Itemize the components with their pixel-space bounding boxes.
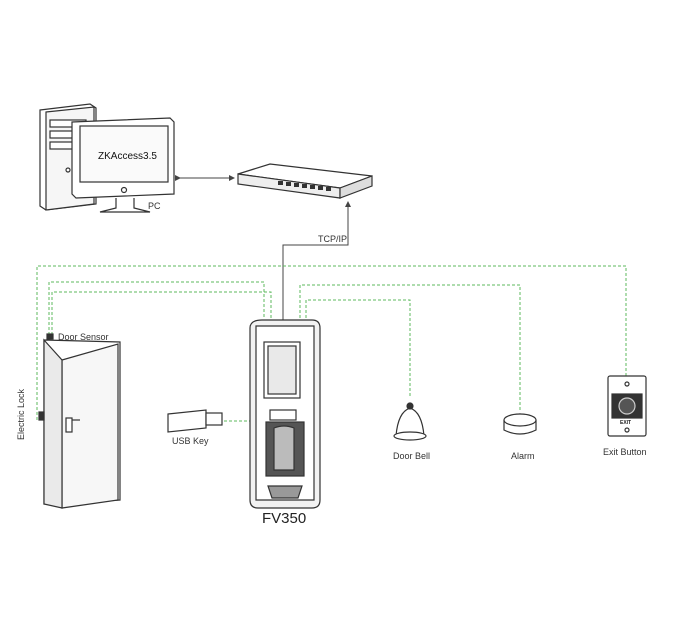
exit-button-icon: [607, 375, 647, 437]
door-icon: [38, 333, 121, 509]
usb-key-icon: [167, 409, 223, 433]
monitor-icon: [71, 117, 175, 213]
network-switch-icon: [237, 163, 373, 199]
tcpip-label: TCP/IP: [318, 234, 348, 244]
fv350-device-icon: [249, 319, 321, 509]
alarm-label: Alarm: [511, 451, 535, 461]
zkaccess-label: ZKAccess3.5: [98, 151, 157, 162]
door-sensor-label: Door Sensor: [58, 332, 109, 342]
usb-key-label: USB Key: [172, 436, 209, 446]
alarm-icon: [503, 413, 537, 435]
door-bell-label: Door Bell: [393, 451, 431, 461]
device-label: FV350: [262, 510, 307, 527]
tcpip-link: [282, 201, 351, 320]
electric-lock-label: Electric Lock: [16, 388, 26, 440]
exit-text-label: EXIT: [620, 420, 632, 426]
door-bell-icon: [393, 402, 427, 441]
pc-label: PC: [148, 201, 161, 211]
green-wires: [36, 265, 627, 422]
exit-button-label: Exit Button: [603, 447, 647, 457]
